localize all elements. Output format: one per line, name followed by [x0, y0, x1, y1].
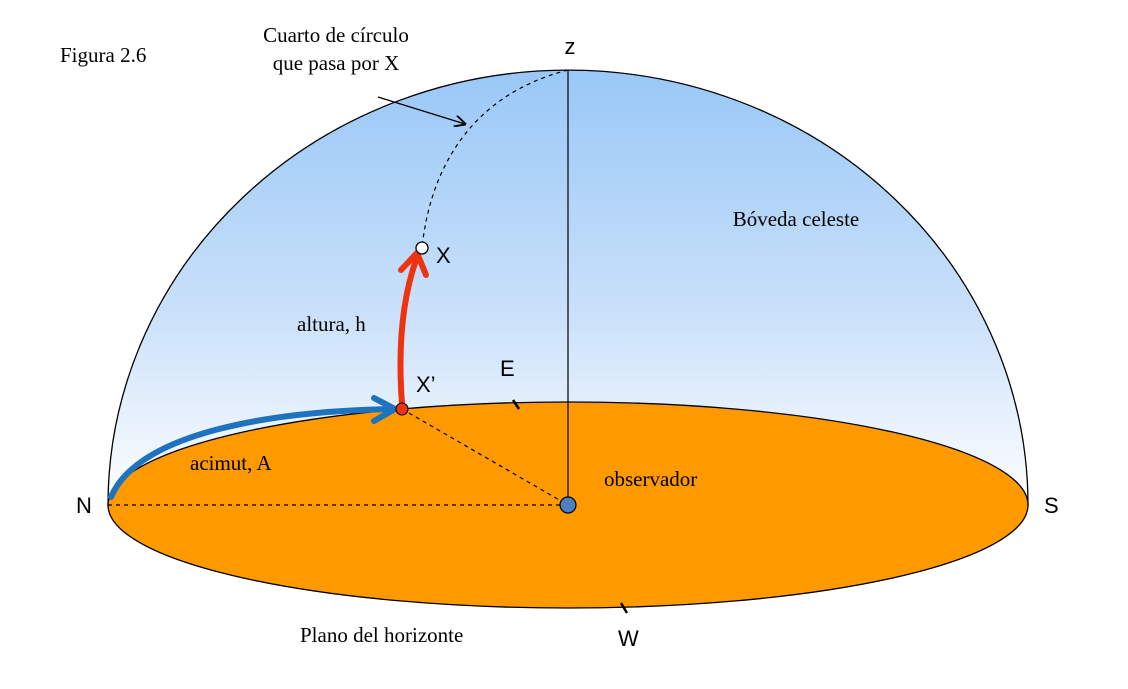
south-label: S — [1044, 493, 1059, 518]
figure-caption: Figura 2.6 — [60, 43, 146, 67]
zenith-label: z — [565, 34, 576, 59]
west-label: W — [618, 626, 639, 651]
star-point — [415, 241, 429, 255]
north-label: N — [76, 493, 92, 518]
east-label: E — [500, 356, 515, 381]
star-projection-point — [395, 402, 409, 416]
altitude-label: altura, h — [297, 312, 366, 336]
altitude-arrow — [397, 257, 419, 407]
observer-label: observador — [604, 467, 697, 491]
horizon-plane-label: Plano del horizonte — [300, 623, 463, 647]
azimuth-arrowhead — [371, 395, 398, 424]
altitude-arrowhead — [398, 250, 429, 278]
quarter-circle-label-line2: que pasa por X — [273, 51, 400, 75]
azimuth-label: acimut, A — [190, 451, 272, 475]
quarter-circle-pointer-arrow — [377, 96, 465, 124]
east-tick — [511, 399, 521, 410]
azimuth-arrow — [108, 406, 395, 500]
west-tick — [619, 602, 629, 614]
quarter-circle-dashed — [421, 69, 569, 249]
star-label: X — [436, 243, 451, 268]
celestial-dome-label: Bóveda celeste — [733, 207, 860, 231]
star-projection-label: X’ — [416, 372, 436, 397]
observer-point — [559, 496, 577, 514]
quarter-circle-label-line1: Cuarto de círculo — [263, 23, 409, 47]
